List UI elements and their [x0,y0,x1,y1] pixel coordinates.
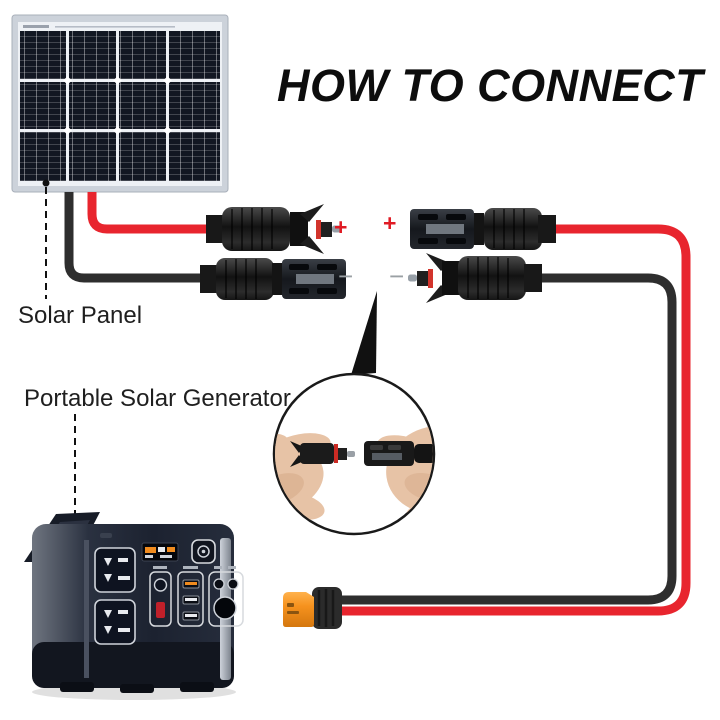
mc4-lock-tab-top [300,204,324,222]
panel-black-cable [64,192,230,283]
portable-power-station [24,512,244,700]
inset-red-wire [456,450,482,479]
inset-mc4-male [290,441,355,467]
page-title: HOW TO CONNECT [277,60,704,111]
ac-outlet-top [94,547,136,593]
generator-base-band [32,642,234,688]
polarity-minus-right: − [389,261,405,291]
reset-section [149,566,172,627]
mc4-lock-tab-bottom [300,236,324,254]
extension-red-cable [340,224,691,616]
mc4-head-slots [289,264,337,294]
panel-red-cable [87,192,240,234]
mc4-female-connector-negative [200,258,346,300]
usb-section [177,566,204,627]
polarity-plus-right: + [383,210,397,236]
power-button [191,539,216,564]
red-switch [156,602,165,618]
solar-panel-leader [42,179,50,299]
xt60-orange-body [283,592,314,627]
dc-button-icon [153,578,168,592]
mc4-red-oring [316,220,321,239]
mc4-red-oring [428,269,433,288]
solar-panel-label-line [55,26,175,28]
dc-section [208,566,244,627]
xt60-pin-slot-1 [287,603,294,607]
generator-feet [60,682,214,693]
dc-input-port [213,596,237,620]
battery-display [141,542,179,562]
mc4-male-connector-positive [206,204,341,254]
generator-label: Portable Solar Generator [24,385,291,412]
polarity-plus-left: + [334,214,348,240]
polarity-minus-left: − [338,261,354,291]
extension-black-cable [340,273,677,605]
xt60-connector [283,587,342,629]
solar-panel [11,14,229,193]
ac-outlet-bottom [94,599,136,645]
inset-mc4-female [364,441,433,466]
power-icon [197,545,210,558]
callout-wedge [351,291,377,375]
xt60-pin-slot-2 [287,611,299,614]
mc4-metal-pin [332,225,341,233]
solar-cell-gridlines [20,31,220,181]
solar-cell-diamonds [63,76,172,135]
mc4-label-band [296,274,334,284]
mc4-female-connector-positive [410,208,556,250]
solar-panel-label-strip [23,25,49,28]
generator-vent [100,533,112,538]
generator-left-trim [84,540,89,678]
mc4-male-connector-negative [408,253,542,303]
mc4-metal-pin [408,274,417,282]
solar-panel-label: Solar Panel [18,302,143,329]
